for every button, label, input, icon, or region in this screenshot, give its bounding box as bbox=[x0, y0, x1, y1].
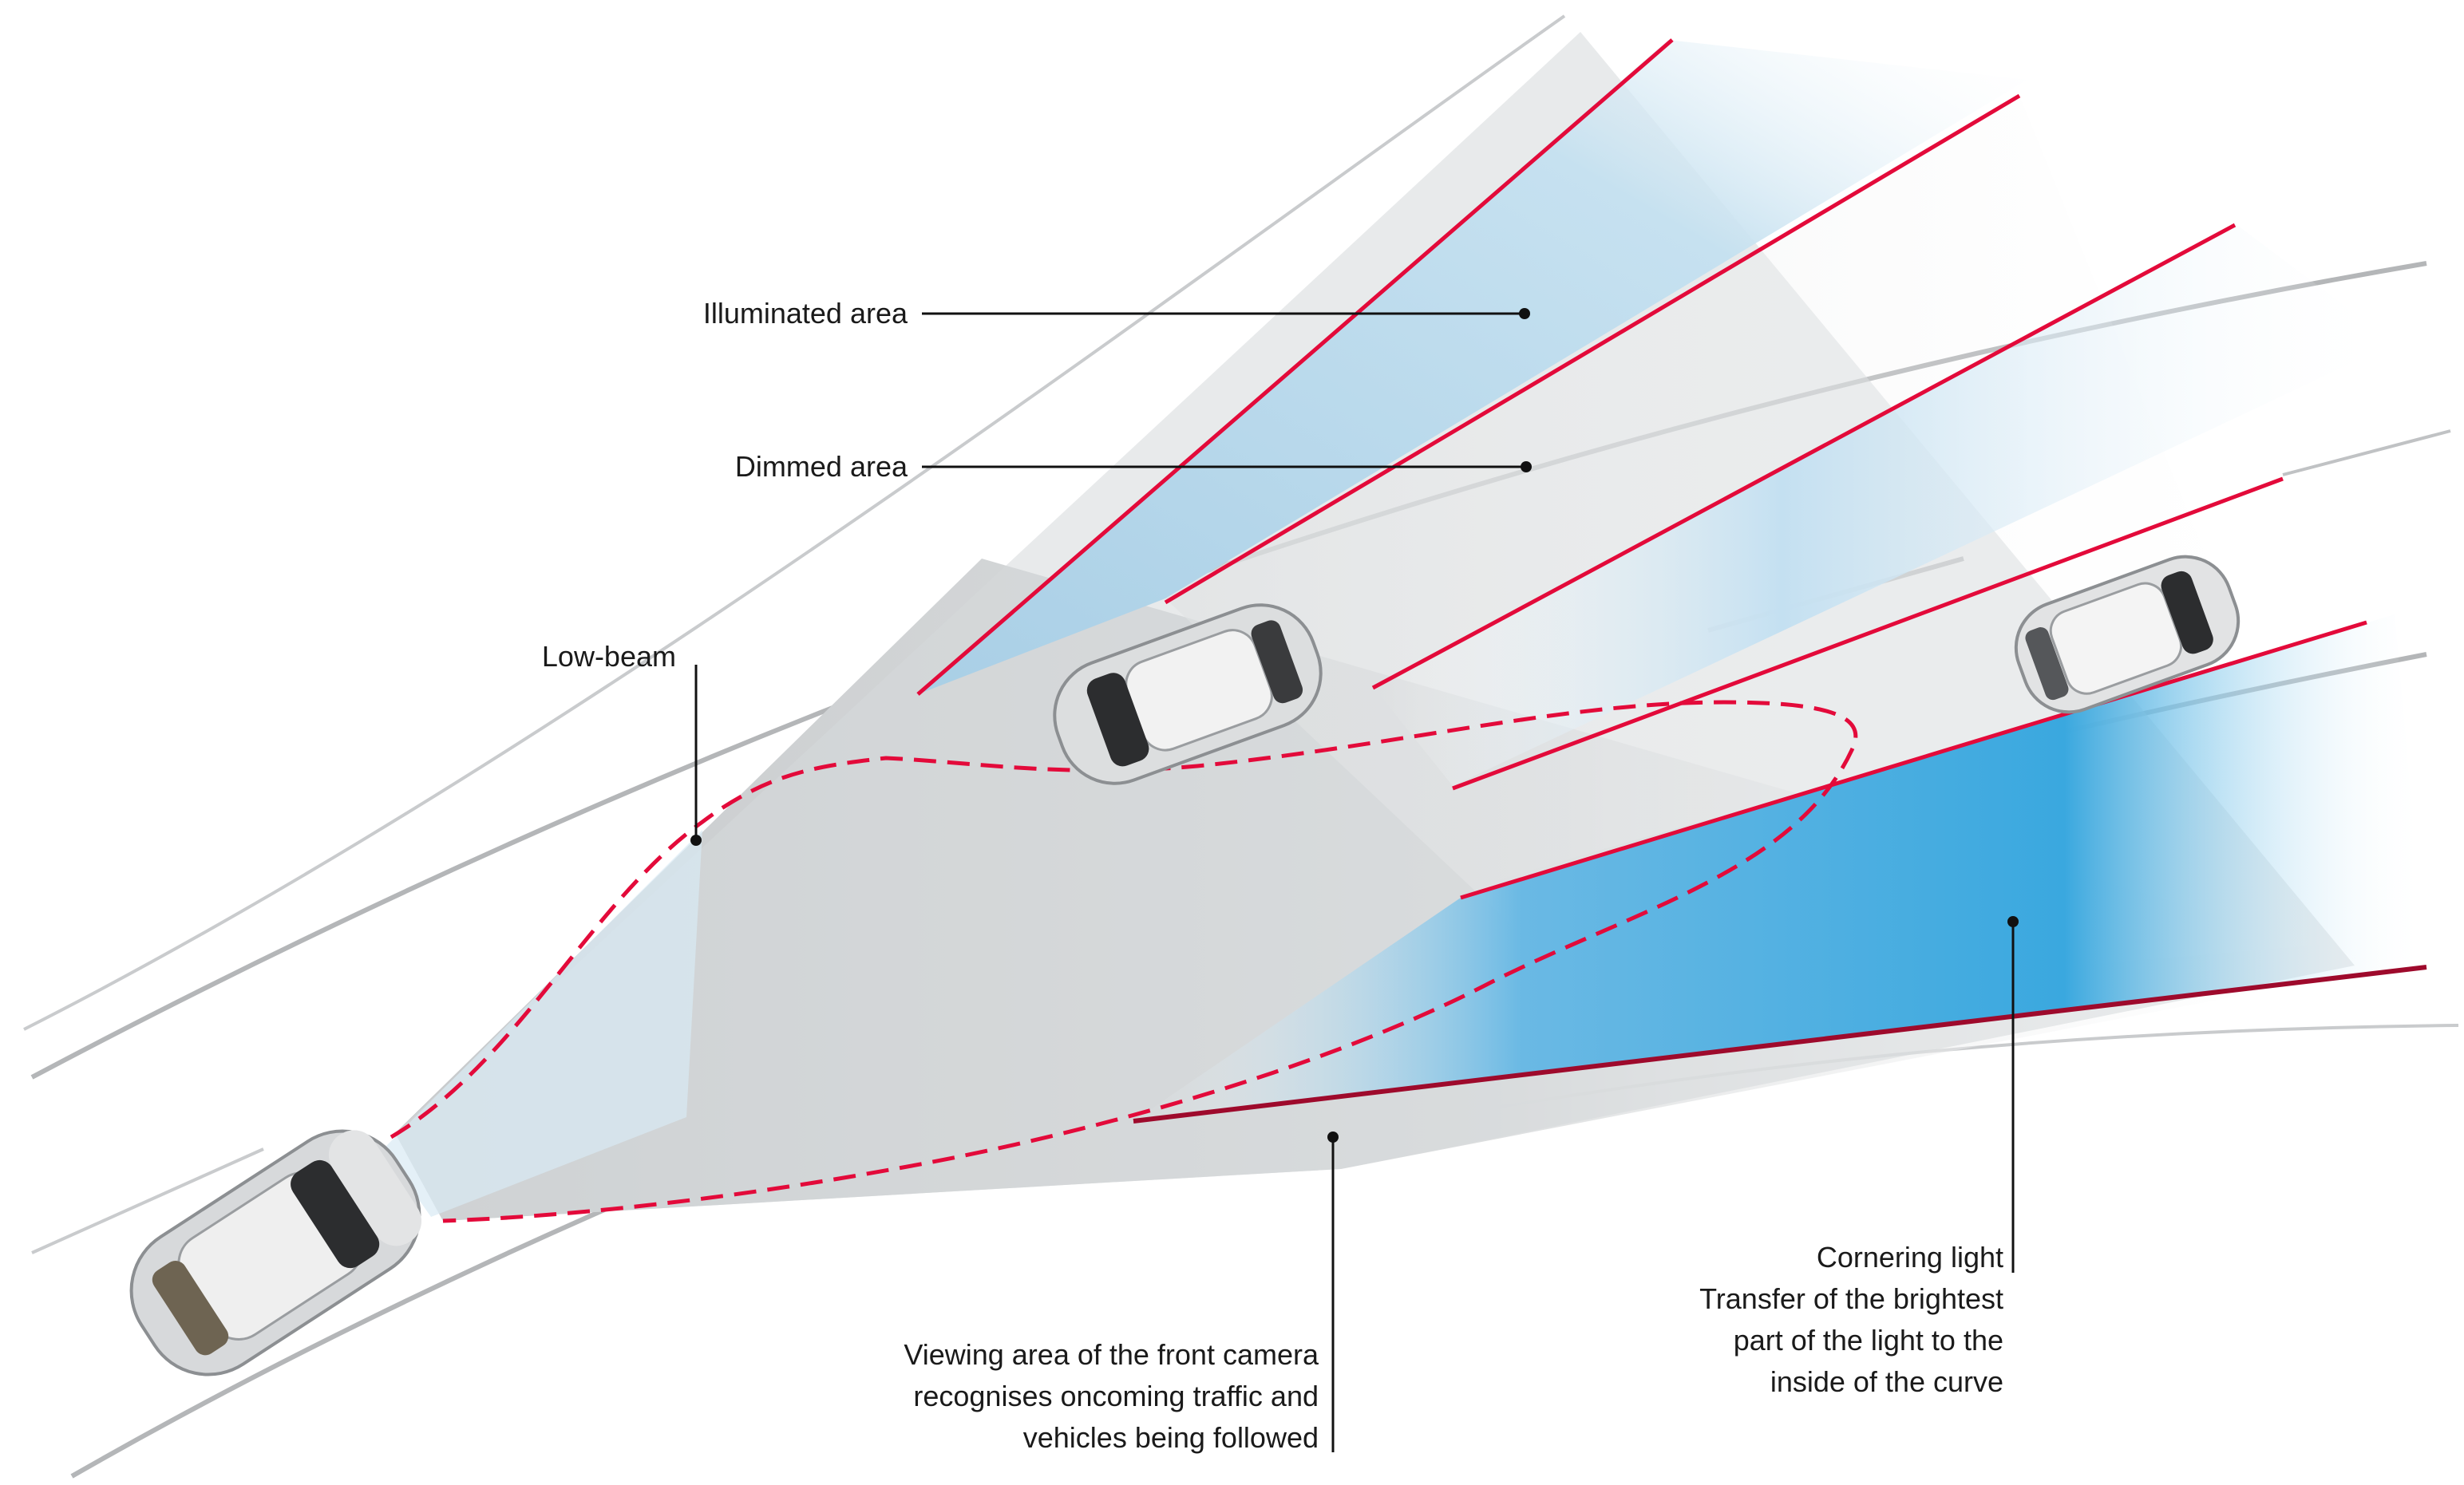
labels: Illuminated area Dimmed area Low-beam Co… bbox=[542, 297, 2003, 1454]
low-beam-label: Low-beam bbox=[542, 640, 676, 673]
cornering-light-label-line-3: part of the light to the bbox=[1734, 1324, 2003, 1357]
low-beam-leader-dot bbox=[690, 835, 702, 846]
front-camera-label-line-2: recognises oncoming traffic and bbox=[913, 1380, 1319, 1412]
low-beam-near-blue bbox=[383, 830, 702, 1217]
road-edge-upper-outer bbox=[23, 14, 1566, 1031]
front-camera-leader-dot bbox=[1327, 1132, 1339, 1143]
road-edge-right bbox=[2282, 429, 2451, 476]
cornering-light-area bbox=[1133, 614, 2426, 1121]
ego-car bbox=[129, 1129, 422, 1376]
cornering-light-label-line-1: Cornering light bbox=[1817, 1241, 2003, 1274]
illuminated-area-upper bbox=[918, 40, 2027, 694]
illuminated-area-label: Illuminated area bbox=[703, 297, 908, 330]
dimmed-area-leader-dot bbox=[1521, 461, 1532, 472]
preceding-car bbox=[2014, 555, 2241, 714]
illuminated-area-leader-dot bbox=[1519, 308, 1530, 319]
illuminated-area-right-boundary bbox=[1164, 93, 2021, 605]
preceding-car-rear-window bbox=[2161, 571, 2213, 654]
cornering-light-leader-dot bbox=[2007, 916, 2019, 927]
ego-car-windshield bbox=[291, 1159, 380, 1269]
light-areas bbox=[383, 32, 2426, 1221]
ego-car-hood bbox=[328, 1130, 422, 1246]
front-camera-label-line-1: Viewing area of the front camera bbox=[904, 1338, 1319, 1371]
dimmed-area-label: Dimmed area bbox=[735, 450, 908, 483]
low-beam-dashed-boundary bbox=[390, 700, 1858, 1223]
oncoming-car-rear-window bbox=[1251, 620, 1303, 704]
dimmed-area-right-boundary bbox=[1452, 476, 2284, 791]
front-camera-label-line-3: vehicles being followed bbox=[1023, 1421, 1319, 1454]
lane-marking bbox=[31, 1147, 264, 1254]
oncoming-car-windshield bbox=[1086, 673, 1149, 767]
cornering-light-label-line-2: Transfer of the brightest bbox=[1699, 1282, 2003, 1315]
preceding-car-windshield bbox=[2025, 627, 2069, 701]
beam-boundaries bbox=[390, 38, 2427, 1223]
leader-lines bbox=[690, 308, 2019, 1452]
illuminated-area-middle bbox=[1373, 223, 2395, 786]
dimmed-area-left-boundary bbox=[1371, 223, 2237, 690]
illuminated-area-left-boundary bbox=[916, 38, 1674, 696]
oncoming-car bbox=[1053, 603, 1323, 785]
cornering-light-label-line-4: inside of the curve bbox=[1770, 1365, 2003, 1398]
ego-car-rear-window bbox=[152, 1261, 229, 1356]
cornering-light-lower-boundary bbox=[1133, 965, 2427, 1124]
cornering-light-upper-boundary bbox=[1460, 620, 2367, 900]
